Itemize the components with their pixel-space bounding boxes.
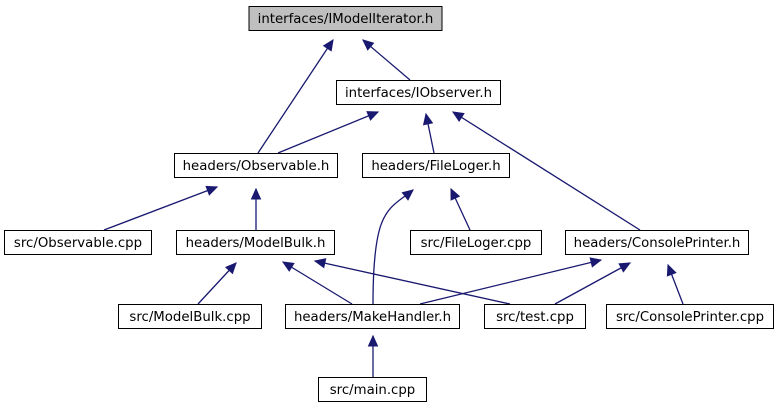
node-label: src/main.cpp — [330, 383, 416, 398]
node-box — [484, 304, 586, 329]
arrowhead-icon — [450, 187, 461, 201]
edge-line — [419, 259, 602, 305]
node-label: src/FileLoger.cpp — [421, 236, 532, 251]
edge-imodeliterator-to-iobserver — [362, 39, 411, 81]
node-box — [362, 153, 510, 178]
arrowhead-icon — [362, 39, 375, 51]
graph-edges — [103, 38, 684, 377]
node-fileloger-cpp[interactable]: src/FileLoger.cpp — [410, 230, 542, 255]
node-label: src/test.cpp — [496, 310, 574, 325]
node-box — [174, 153, 338, 178]
edge-iobserver-to-observable-h — [277, 111, 380, 154]
node-iobserver[interactable]: interfaces/IObserver.h — [336, 80, 501, 105]
node-label: src/ModelBulk.cpp — [129, 310, 250, 325]
arrowhead-icon — [250, 187, 262, 200]
edge-fileloger-h-to-fileloger-cpp — [450, 187, 471, 231]
node-fileloger-h[interactable]: headers/FileLoger.h — [362, 153, 510, 178]
arrowhead-icon — [589, 257, 603, 268]
node-box — [118, 304, 262, 329]
arrowhead-icon — [422, 112, 434, 126]
arrowhead-icon — [451, 111, 465, 123]
node-observable-h[interactable]: headers/Observable.h — [174, 153, 338, 178]
node-label: headers/Observable.h — [183, 159, 330, 174]
node-box — [606, 304, 774, 329]
node-imodeliterator[interactable]: interfaces/IModelIterator.h — [248, 6, 443, 31]
arrowhead-icon — [205, 185, 219, 196]
arrowhead-icon — [401, 189, 414, 201]
edge-observable-h-to-observable-cpp — [103, 185, 219, 231]
node-main-cpp[interactable]: src/main.cpp — [318, 377, 427, 402]
edge-line — [277, 111, 379, 154]
arrowhead-icon — [367, 334, 379, 347]
edge-modelbulk-h-to-test-cpp — [313, 258, 511, 305]
edge-line — [103, 186, 218, 231]
node-box — [336, 80, 501, 105]
arrowhead-icon — [618, 262, 632, 273]
node-label: headers/ModelBulk.h — [186, 236, 326, 251]
edge-consoleprinter-h-to-makehandler-h — [419, 257, 603, 305]
edge-modelbulk-h-to-makehandler-h — [281, 261, 353, 305]
node-label: interfaces/IModelIterator.h — [258, 12, 434, 27]
graph-nodes: interfaces/IModelIterator.h interfaces/I… — [4, 6, 774, 402]
node-modelbulk-cpp[interactable]: src/ModelBulk.cpp — [118, 304, 262, 329]
arrowhead-icon — [281, 261, 295, 272]
node-box — [565, 230, 749, 255]
node-box — [248, 6, 443, 31]
edge-modelbulk-h-to-modelbulk-cpp — [197, 262, 237, 305]
arrowhead-icon — [366, 111, 380, 121]
node-box — [285, 304, 460, 329]
edge-makehandler-h-to-main-cpp — [367, 334, 379, 377]
edge-line — [452, 111, 641, 231]
node-box — [318, 377, 427, 402]
edge-line — [372, 189, 414, 305]
node-box — [410, 230, 542, 255]
node-box — [4, 230, 152, 255]
node-observable-cpp[interactable]: src/Observable.cpp — [4, 230, 152, 255]
edge-observable-h-to-modelbulk-h — [250, 187, 262, 230]
edge-iobserver-to-fileloger-h — [422, 112, 435, 154]
arrowhead-icon — [666, 263, 677, 277]
node-consoleprinter-cpp[interactable]: src/ConsolePrinter.cpp — [606, 304, 774, 329]
arrowhead-icon — [313, 258, 327, 269]
edge-line — [257, 39, 334, 154]
edge-imodeliterator-to-observable-h — [257, 38, 334, 154]
node-makehandler-h[interactable]: headers/MakeHandler.h — [285, 304, 460, 329]
node-label: src/ConsolePrinter.cpp — [616, 310, 764, 325]
node-label: src/Observable.cpp — [14, 236, 142, 251]
edge-fileloger-h-to-makehandler-h — [372, 189, 414, 305]
edge-line — [314, 260, 511, 305]
node-consoleprinter-h[interactable]: headers/ConsolePrinter.h — [565, 230, 749, 255]
node-box — [176, 230, 335, 255]
edge-consoleprinter-h-to-consoleprinter-cpp — [666, 263, 684, 305]
edge-line — [282, 261, 353, 305]
edge-line — [554, 262, 631, 305]
node-test-cpp[interactable]: src/test.cpp — [484, 304, 586, 329]
node-label: headers/MakeHandler.h — [294, 310, 451, 325]
edge-consoleprinter-h-to-test-cpp — [554, 262, 632, 305]
edge-iobserver-to-consoleprinter-h — [451, 111, 641, 231]
node-label: headers/ConsolePrinter.h — [574, 236, 741, 251]
arrowhead-icon — [224, 262, 237, 275]
node-label: interfaces/IObserver.h — [345, 86, 492, 101]
arrowhead-icon — [322, 38, 334, 52]
node-modelbulk-h[interactable]: headers/ModelBulk.h — [176, 230, 335, 255]
node-label: headers/FileLoger.h — [371, 159, 500, 174]
